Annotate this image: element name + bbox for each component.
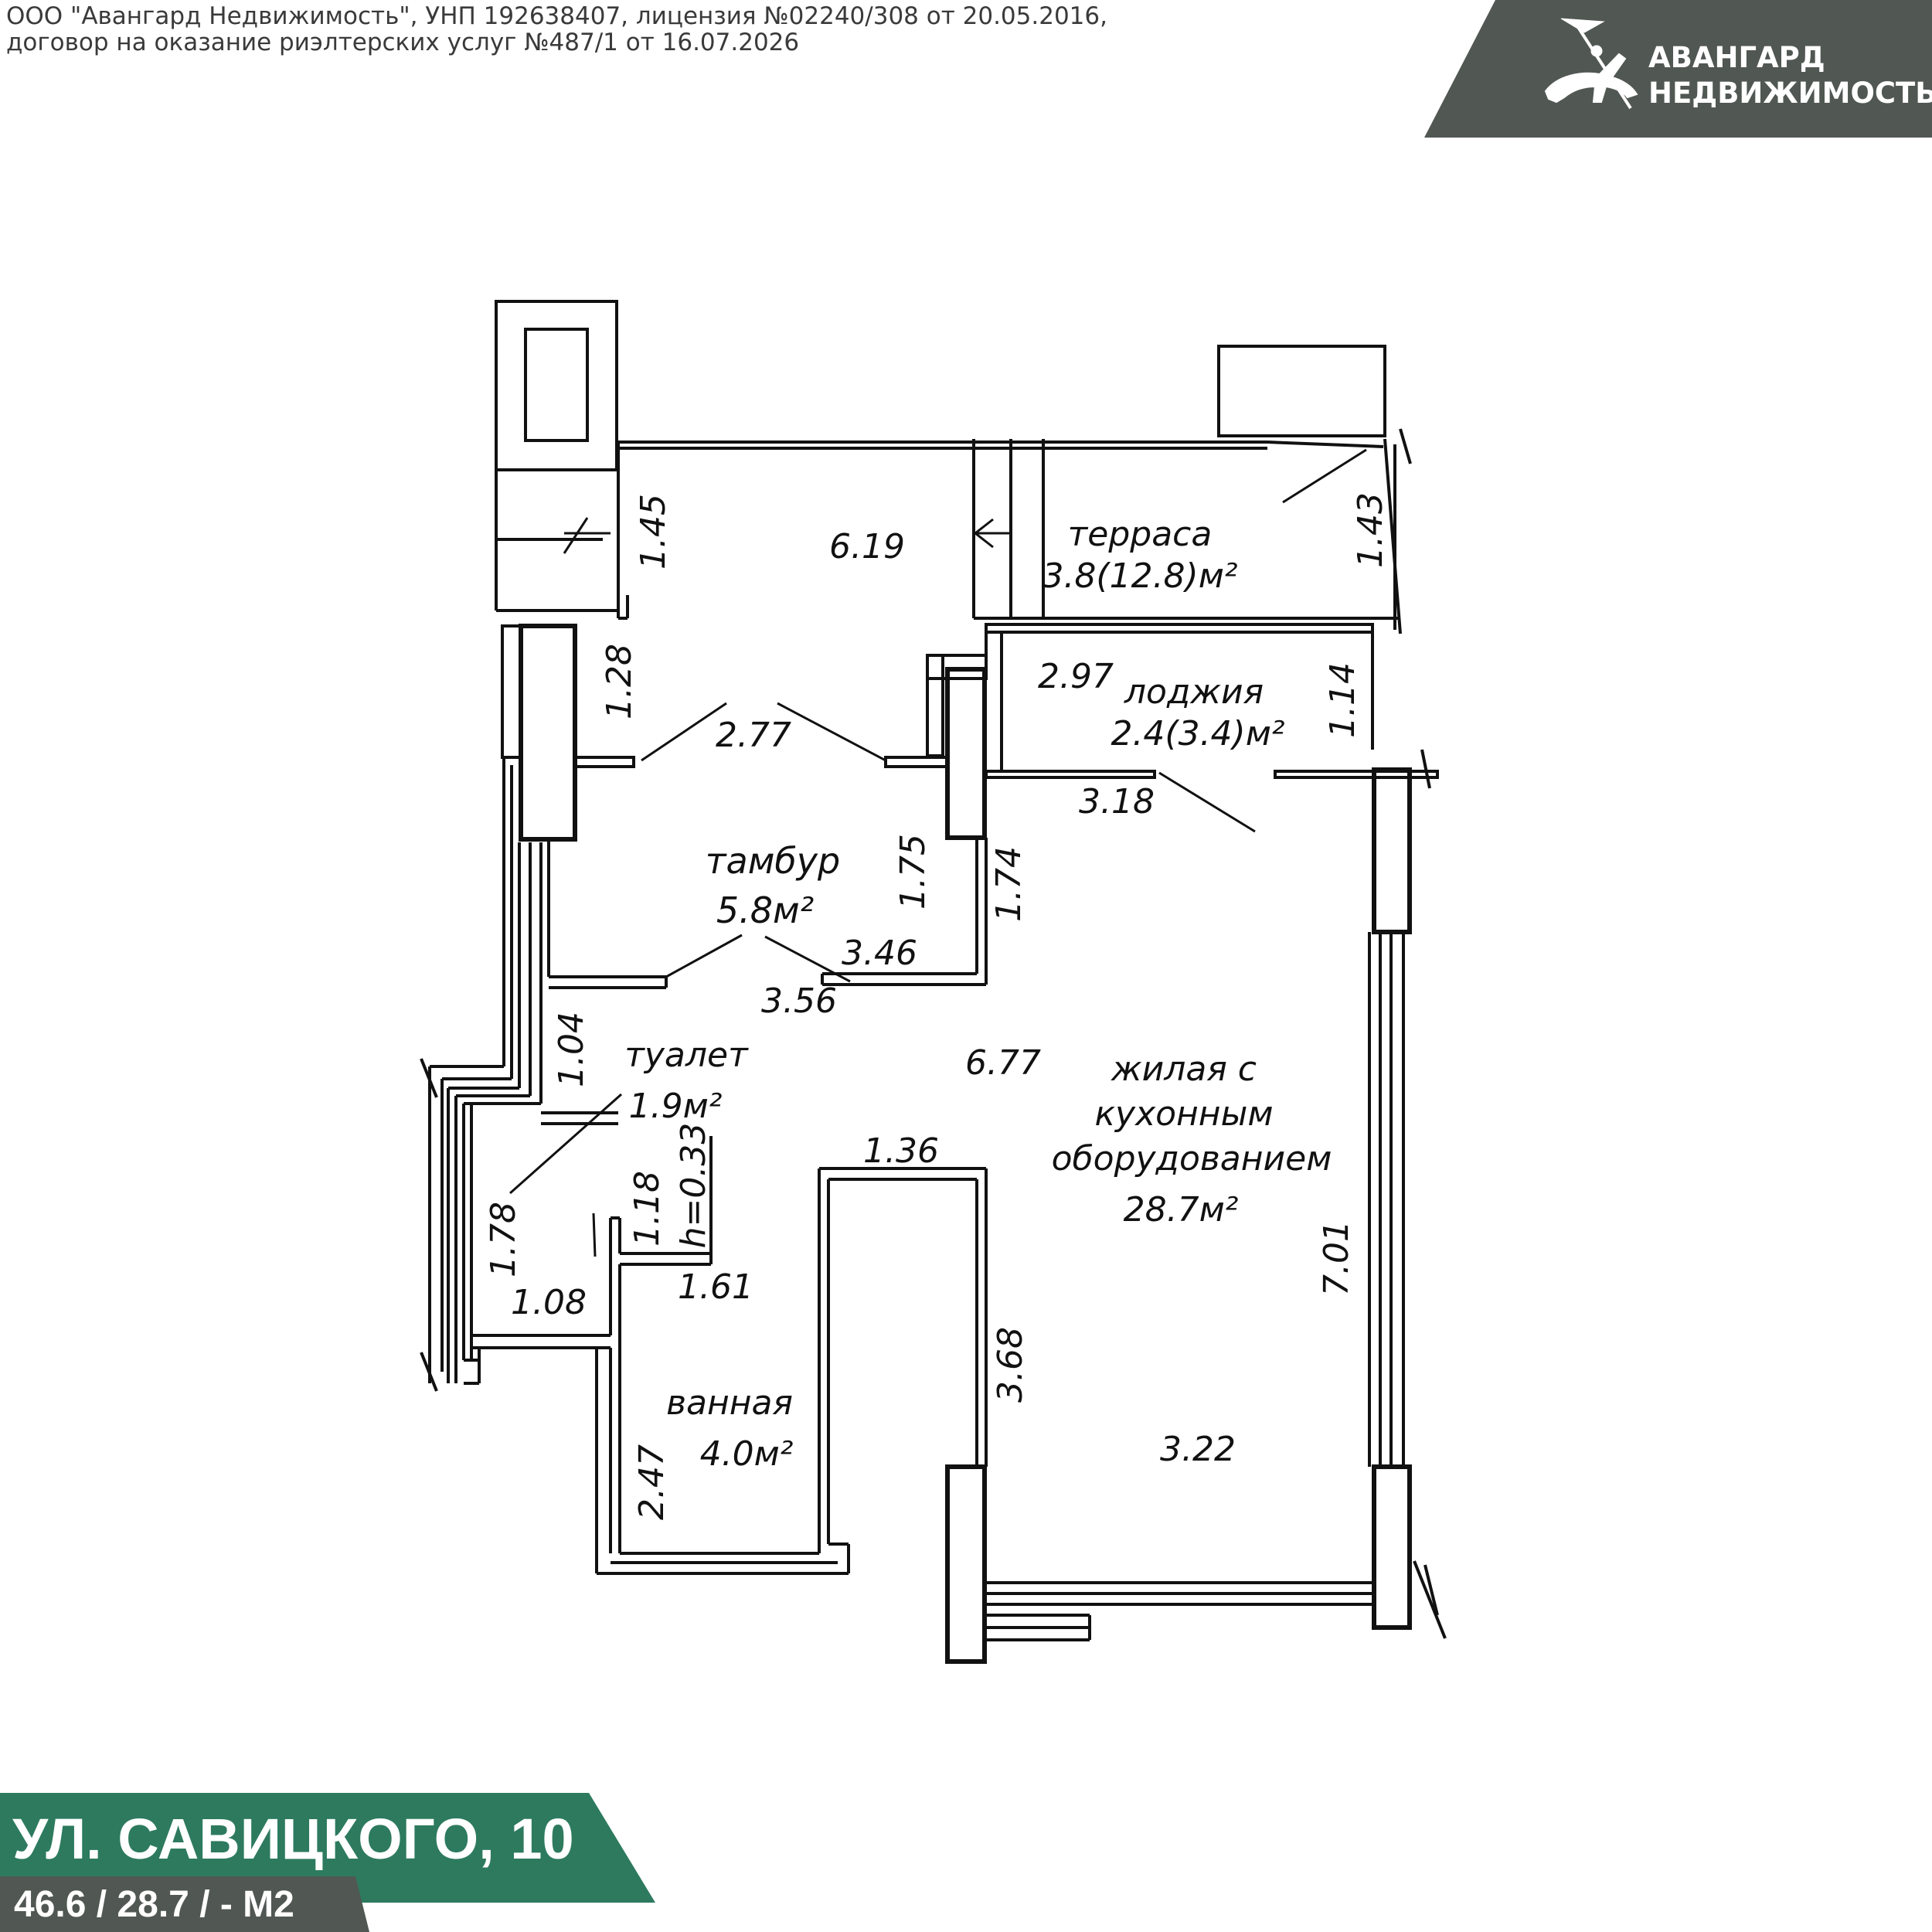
vent-shaft — [495, 300, 618, 471]
brand-banner-shape — [1424, 0, 1932, 138]
dim-1-28: 1.28 — [600, 644, 639, 719]
toilet-name: туалет — [624, 1036, 749, 1075]
legal-line-1: ООО "Авангард Недвижимость", УНП 1926384… — [6, 2, 1107, 30]
brand-banner — [1424, 0, 1932, 138]
dim-1-36: 1.36 — [863, 1131, 939, 1171]
dim-h-0-33: h=0.33 — [674, 1123, 713, 1249]
brand-line-2: НЕДВИЖИМОСТЬ — [1648, 77, 1932, 110]
living-name-2: кухонным — [1094, 1094, 1273, 1134]
dim-1-78: 1.78 — [484, 1202, 523, 1277]
loggia-area: 2.4(3.4)м² — [1111, 714, 1284, 753]
horseman-icon — [1544, 18, 1638, 110]
dim-1-18: 1.18 — [628, 1171, 667, 1247]
dim-3-56: 3.56 — [761, 981, 837, 1021]
dim-7-01: 7.01 — [1317, 1220, 1356, 1296]
bath-name: ванная — [666, 1383, 793, 1423]
dim-2-97: 2.97 — [1038, 657, 1114, 696]
address-area-band — [0, 1876, 369, 1932]
vestibule-area: 5.8м² — [716, 889, 814, 931]
dim-2-47: 2.47 — [632, 1444, 672, 1520]
living-area: 28.7м² — [1124, 1190, 1239, 1230]
dim-1-14: 1.14 — [1323, 662, 1362, 738]
toilet-area: 1.9м² — [629, 1087, 723, 1126]
living-name-3: оборудованием — [1052, 1139, 1332, 1179]
dim-1-75: 1.75 — [893, 834, 933, 910]
dim-1-45: 1.45 — [634, 494, 673, 570]
vestibule-name: тамбур — [706, 840, 840, 882]
terrace-planter — [1217, 345, 1386, 437]
dim-3-18: 3.18 — [1079, 782, 1155, 821]
loggia-name: лоджия — [1124, 672, 1264, 712]
living-name-1: жилая с — [1111, 1049, 1257, 1089]
dim-1-61: 1.61 — [678, 1267, 753, 1307]
plan-annotations — [509, 448, 1367, 1257]
dim-3-46: 3.46 — [842, 934, 917, 973]
dim-1-04: 1.04 — [552, 1012, 591, 1087]
bath-area: 4.0м² — [700, 1434, 794, 1474]
address-street-band — [0, 1793, 655, 1903]
terrace-area: 3.8(12.8)м² — [1042, 556, 1237, 596]
dim-6-77: 6.77 — [965, 1043, 1041, 1083]
vent-shaft-inner — [524, 328, 589, 442]
legal-notice: ООО "Авангард Недвижимость", УНП 1926384… — [6, 3, 1320, 56]
brand-name: АВАНГАРД НЕДВИЖИМОСТЬ — [1648, 40, 1932, 111]
dim-2-77: 2.77 — [716, 716, 791, 755]
dim-6-19: 6.19 — [829, 527, 905, 566]
dim-1-74: 1.74 — [989, 846, 1029, 922]
legal-line-2: договор на оказание риэлтерских услуг №4… — [6, 29, 800, 56]
dim-3-68: 3.68 — [991, 1327, 1030, 1403]
plan-walls — [420, 300, 1447, 1664]
dim-1-43: 1.43 — [1351, 492, 1390, 568]
address-street: УЛ. САВИЦКОГО, 10 — [12, 1807, 574, 1871]
dim-1-08: 1.08 — [511, 1283, 587, 1322]
dim-3-22: 3.22 — [1160, 1430, 1236, 1469]
terrace-name: терраса — [1068, 515, 1213, 554]
address-areas: 46.6 / 28.7 / - М2 — [14, 1884, 294, 1925]
brand-line-1: АВАНГАРД — [1648, 41, 1825, 74]
